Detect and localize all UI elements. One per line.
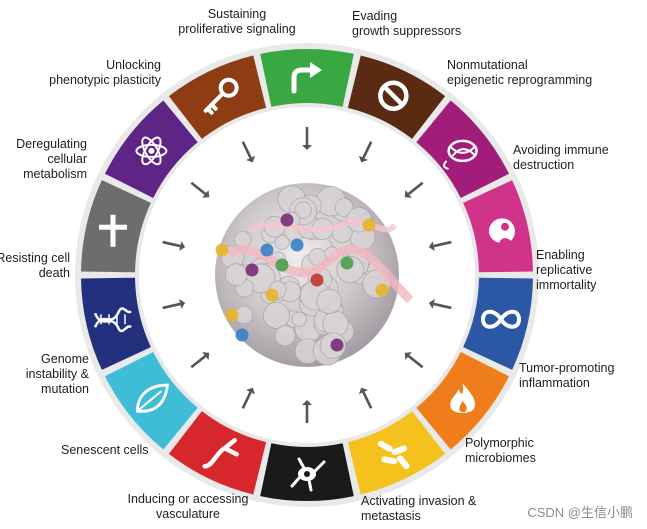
dna-icon — [93, 307, 132, 333]
inward-arrow — [358, 141, 373, 163]
label-line: Senescent cells — [61, 443, 149, 457]
label-line: Unlocking — [106, 58, 161, 72]
label-line: Resisting cell — [0, 251, 70, 265]
label-line: inflammation — [519, 376, 590, 390]
label-line: proliferative signaling — [178, 22, 296, 36]
inward-arrow — [302, 127, 312, 150]
bacteria-icon — [378, 440, 410, 470]
chromatin-icon — [443, 139, 478, 170]
label-line: Inducing or accessing — [127, 492, 249, 506]
label-line: immortality — [536, 278, 597, 292]
label-line: instability & — [25, 367, 89, 381]
label-line: growth suppressors — [352, 24, 462, 38]
label-line: Deregulating — [16, 137, 87, 151]
label-line: Activating invasion & — [361, 494, 477, 508]
inward-arrow — [241, 141, 256, 163]
segment-sustaining-proliferative-signaling — [260, 49, 354, 107]
tumor-cell-mass — [215, 183, 414, 367]
label-line: Nonmutational — [447, 58, 528, 72]
label-activating-invasion-and-metastasis: Activating invasion &metastasis — [361, 494, 476, 524]
cross-icon — [98, 214, 127, 247]
inward-arrow — [404, 352, 424, 369]
immune-cell-icon — [488, 218, 515, 243]
label-line: metastasis — [361, 509, 421, 523]
label-line: phenotypic plasticity — [49, 73, 161, 87]
prohibition-icon — [378, 80, 409, 111]
label-line: Genome — [41, 352, 89, 366]
label-senescent-cells: Senescent cells — [61, 443, 149, 458]
key-icon — [203, 77, 239, 115]
leaf-icon — [136, 383, 169, 413]
infinity-icon — [481, 309, 522, 329]
label-line: microbiomes — [465, 451, 536, 465]
inward-arrow — [404, 181, 424, 198]
inward-arrow — [241, 387, 256, 409]
atom-icon — [135, 136, 168, 166]
inward-arrow — [190, 181, 210, 198]
label-line: metabolism — [23, 167, 87, 181]
flame-icon — [450, 383, 475, 414]
blood-vessel-icon — [202, 438, 239, 469]
inward-arrow — [302, 400, 312, 423]
label-line: death — [38, 266, 70, 280]
inward-arrow — [428, 299, 452, 310]
watermark: CSDN @生信小鹏 — [527, 505, 633, 520]
inward-arrow — [162, 299, 186, 310]
bent-arrow-icon — [291, 62, 322, 94]
label-line: destruction — [513, 158, 575, 172]
migrating-cell-icon — [290, 457, 326, 492]
label-line: Evading — [352, 9, 398, 23]
label-line: replicative — [536, 263, 593, 277]
inward-arrow — [428, 240, 452, 251]
inward-arrow — [358, 387, 373, 409]
label-line: Sustaining — [207, 7, 267, 21]
label-line: Polymorphic — [465, 436, 534, 450]
label-line: Tumor-promoting — [519, 361, 615, 375]
label-line: cellular — [47, 152, 87, 166]
label-line: epigenetic reprogramming — [447, 73, 593, 87]
label-line: vasculature — [156, 507, 220, 521]
label-line: Enabling — [536, 248, 585, 262]
inward-arrow — [162, 240, 186, 251]
inward-arrow — [190, 352, 210, 369]
label-line: Avoiding immune — [513, 143, 609, 157]
label-line: mutation — [41, 382, 89, 396]
